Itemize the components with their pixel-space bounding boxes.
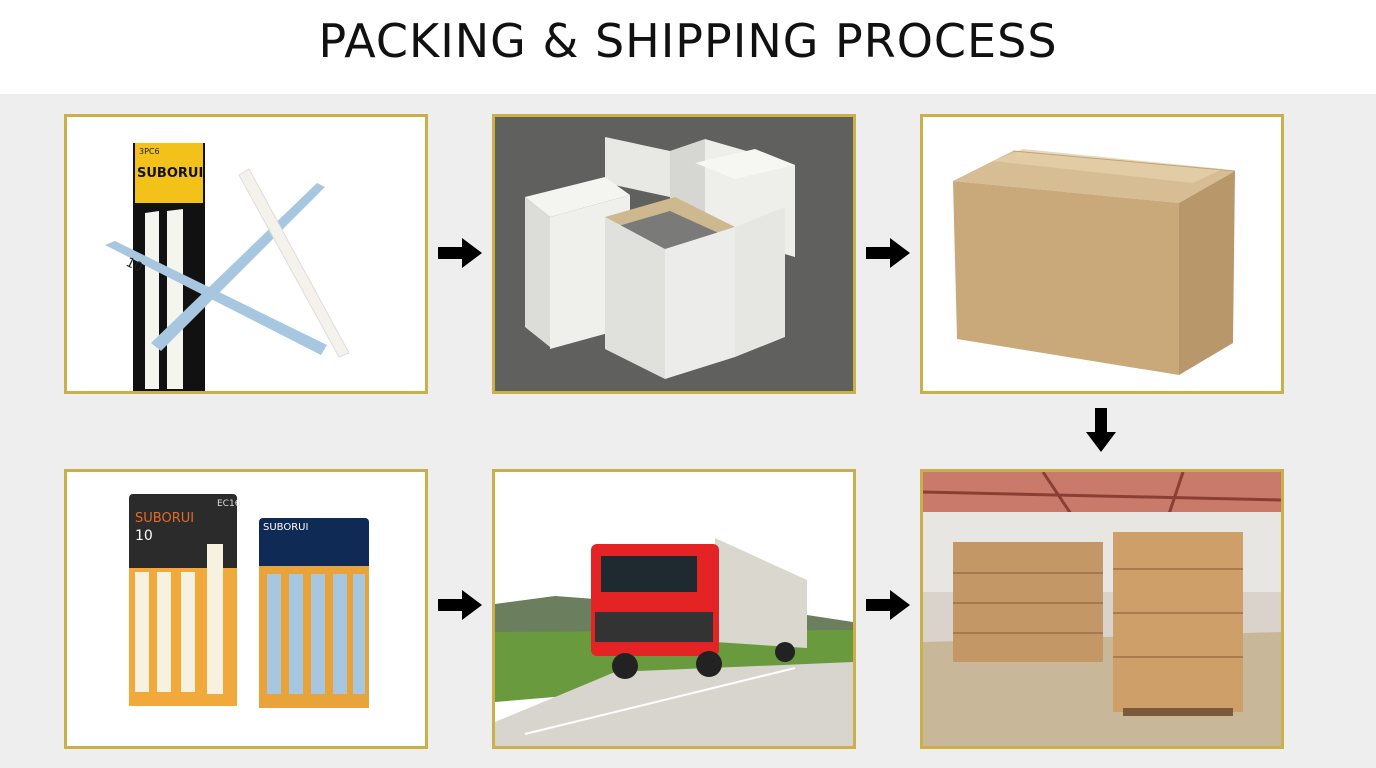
right-arrow-icon bbox=[438, 238, 482, 268]
blade-brand-label: SUBORUI bbox=[137, 166, 203, 181]
truck-image bbox=[495, 472, 853, 746]
warehouse-image bbox=[923, 472, 1281, 746]
right-card-brand: SUBORUI bbox=[263, 522, 308, 533]
step-panel-blades: 3PC6 SUBORUI 10 bbox=[64, 114, 428, 394]
retail-cards-image: SUBORUI EC16 10 SUBORUI bbox=[67, 472, 425, 746]
carton-box-image bbox=[923, 117, 1281, 391]
step-panel-white-boxes bbox=[492, 114, 856, 394]
down-arrow-icon bbox=[1086, 408, 1116, 452]
header-bar: PACKING & SHIPPING PROCESS bbox=[0, 0, 1376, 94]
page-title: PACKING & SHIPPING PROCESS bbox=[318, 14, 1058, 68]
left-card-brand: SUBORUI bbox=[135, 511, 194, 526]
step-panel-carton bbox=[920, 114, 1284, 394]
step-panel-truck bbox=[492, 469, 856, 749]
pack-count-label: 3PC6 bbox=[139, 147, 160, 156]
right-arrow-icon bbox=[866, 238, 910, 268]
step-panel-retail-cards: SUBORUI EC16 10 SUBORUI bbox=[64, 469, 428, 749]
white-boxes-image bbox=[495, 117, 853, 391]
left-card-code: EC16 bbox=[217, 499, 241, 509]
right-arrow-icon bbox=[438, 590, 482, 620]
right-arrow-icon bbox=[866, 590, 910, 620]
left-card-number: 10 bbox=[135, 528, 153, 544]
saw-blades-image: 3PC6 SUBORUI 10 bbox=[67, 117, 425, 391]
step-panel-warehouse bbox=[920, 469, 1284, 749]
blade-number-label: 10 bbox=[123, 255, 144, 276]
